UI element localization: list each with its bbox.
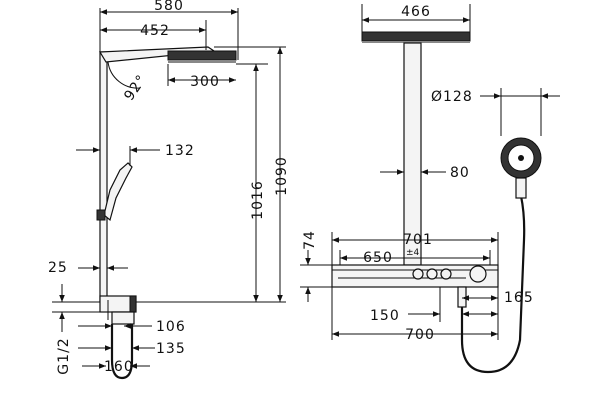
angle-arc bbox=[107, 61, 141, 89]
dim-135: 135 bbox=[156, 341, 186, 357]
dim-25: 25 bbox=[48, 260, 68, 276]
dim-106: 106 bbox=[156, 319, 186, 335]
dim-74: 74 bbox=[302, 230, 318, 250]
dim-132: 132 bbox=[165, 143, 195, 159]
riser-pipe bbox=[99, 51, 108, 303]
front-view: 466 Ø128 80 74 701 650 ±4 165 bbox=[300, 4, 560, 374]
dim-angle: 92° bbox=[121, 72, 150, 104]
dim-80: 80 bbox=[450, 165, 470, 181]
dim-tolerance: ±4 bbox=[406, 248, 420, 258]
dim-300: 300 bbox=[190, 74, 220, 90]
overhead-shower-front-face bbox=[362, 41, 470, 43]
dim-700: 700 bbox=[405, 327, 435, 343]
dim-580: 580 bbox=[154, 0, 184, 14]
dim-thread: G1/2 bbox=[56, 337, 72, 374]
dim-1090: 1090 bbox=[274, 156, 290, 196]
dim-128: Ø128 bbox=[431, 89, 473, 105]
overhead-shower-front bbox=[361, 31, 471, 42]
dim-165: 165 bbox=[504, 290, 534, 306]
shower-hose bbox=[460, 195, 526, 374]
hose-outlet bbox=[457, 286, 467, 308]
slide-holder bbox=[96, 209, 106, 221]
thermostat-knob bbox=[129, 295, 137, 313]
knob-3 bbox=[440, 268, 452, 280]
knob-2 bbox=[426, 268, 438, 280]
dim-1016: 1016 bbox=[250, 180, 266, 220]
wall-connector bbox=[111, 311, 135, 325]
dim-701: 701 bbox=[403, 232, 433, 248]
dim-650: 650 bbox=[363, 250, 393, 266]
hand-shower-center bbox=[518, 155, 524, 161]
knob-1 bbox=[412, 268, 424, 280]
dim-160: 160 bbox=[104, 359, 134, 375]
dim-466: 466 bbox=[401, 4, 431, 20]
dim-452: 452 bbox=[140, 23, 170, 39]
overhead-shower-face bbox=[168, 60, 236, 63]
temperature-knob bbox=[469, 265, 487, 283]
dim-150: 150 bbox=[370, 308, 400, 324]
side-view: 580 452 92° 300 1016 1090 132 25 bbox=[48, 0, 290, 380]
hand-shower-handle bbox=[515, 177, 527, 199]
overhead-shower bbox=[167, 50, 237, 61]
hand-shower-side bbox=[103, 162, 133, 222]
